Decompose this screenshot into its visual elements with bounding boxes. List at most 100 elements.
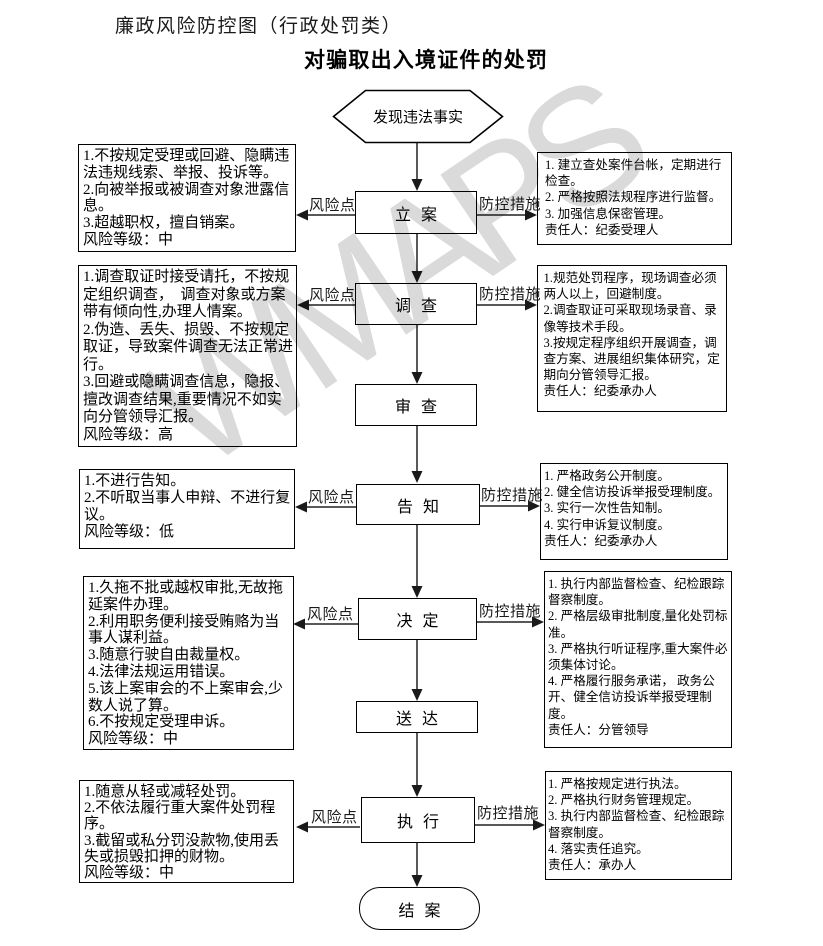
vertical-arrowheads	[411, 179, 423, 887]
step-node-gaozhi: 告知	[356, 484, 480, 525]
control-owner: 责任人：承办人	[548, 858, 637, 873]
arrow-step5-to-risk4-head	[293, 618, 305, 630]
risk-item: 2.伪造、丢失、损毁、不按规定取证，导致案件调查无法正常进行。	[83, 321, 294, 373]
arrow-step3-to-step4-head	[411, 471, 423, 483]
control-item: 1. 建立查处案件台帐，定期进行检查。	[545, 158, 722, 189]
control-measure-label-4: 防控措施	[479, 604, 542, 620]
control-owner: 责任人：纪委受理人	[545, 222, 659, 237]
step-node-jueding: 决定	[358, 598, 477, 640]
step-node-label: 执行	[396, 814, 449, 831]
control-owner: 责任人：分管领导	[548, 722, 649, 737]
step-node-label: 决定	[396, 613, 449, 630]
control-owner: 责任人：纪委承办人	[543, 384, 657, 399]
step-node-label: 告知	[396, 498, 449, 516]
step-node-shencha: 审查	[355, 384, 477, 426]
control-owner: 责任人：纪委承办人	[544, 533, 658, 548]
control-item: 3.按规定程序组织开展调查，调查方案、进展组织集体研究，定期向分管领导汇报。	[543, 335, 720, 383]
control-box-5: 1. 严格按规定进行执法。 2. 严格执行财务管理规定。3. 执行内部监督检查、纪…	[545, 771, 732, 880]
arrow-step2-to-ctrl2-head	[525, 299, 537, 311]
risk-item: 3.回避或隐瞒调查信息，隐报、擅改调查结果,重要情况不如实向分管领导汇报。	[83, 374, 290, 425]
risk-point-label-2: 风险点	[309, 288, 356, 304]
arrow-step7-to-risk5-head	[296, 821, 308, 833]
step-node-zhixing: 执行	[361, 797, 475, 843]
control-measure-label-3: 防控措施	[481, 488, 544, 504]
control-item: 1.规范处罚程序，现场调查必须两人以上，回避制度。	[543, 271, 717, 302]
control-item: 2. 严格按照法规程序进行监督。	[545, 190, 722, 205]
risk-item: 2.不依法履行重大案件处罚程序。	[84, 800, 276, 833]
risk-box-3: 1.不进行告知。2.不听取当事人申辩、不进行复议。风险等级：低	[79, 469, 295, 549]
start-node-label: 发现违法事实	[372, 110, 463, 126]
control-item: 3. 加强信息保密管理。	[545, 206, 671, 221]
control-box-3: 1. 严格政务公开制度。 2. 健全信访投诉举报受理制度。3. 实行一次性告知制。…	[540, 463, 728, 560]
arrow-step7-to-ctrl5-head	[533, 819, 545, 831]
arrow-start-to-step1-head	[411, 179, 423, 191]
risk-item: 1.不按规定受理或回避、隐瞒违法违规线索、举报、投诉等。	[83, 148, 290, 181]
arrow-step4-to-risk3-head	[295, 501, 307, 513]
control-item: 1. 执行内部监督检查、纪检跟踪督察制度。	[548, 577, 725, 608]
step-node-lian: 立案	[355, 191, 477, 234]
page-header: 廉政风险防控图（行政处罚类）	[115, 16, 403, 37]
risk-item: 1.调查取证时接受请托，不按规定组织调查， 调查对象或方案带有倾向性,办理人情案…	[83, 269, 290, 320]
risk-item: 3.截留或私分罚没款物,使用丢失或损毁扣押的财物。	[84, 832, 280, 865]
arrow-step1-to-ctrl1-head	[525, 209, 537, 221]
arrow-step1-to-step2-head	[411, 271, 423, 283]
risk-item: 3.随意行驶自由裁量权。	[88, 647, 250, 664]
risk-item: 1.久拖不批或越权审批,无故拖延案件办理。	[88, 580, 284, 613]
control-item: 3. 严格执行听证程序,重大案件必须集体讨论。	[548, 641, 728, 673]
hexagon-shape	[332, 89, 504, 144]
horizontal-arrowheads	[293, 209, 545, 833]
step-node-diaocha: 调查	[355, 283, 477, 325]
step-node-label: 送达	[395, 711, 448, 728]
step-node-label: 调查	[394, 298, 447, 315]
arrow-step6-to-step7-head	[411, 785, 423, 797]
control-item: 2. 健全信访投诉举报受理制度。	[544, 485, 721, 500]
control-item: 1. 严格政务公开制度。	[544, 469, 670, 483]
control-measure-label-2: 防控措施	[479, 287, 542, 303]
risk-box-4: 1.久拖不批或越权审批,无故拖延案件办理。2.利用职务便利接受贿赂为当事人谋利益…	[83, 576, 294, 750]
page-title: 对骗取出入境证件的处罚	[304, 48, 549, 72]
risk-level: 风险等级：低	[84, 524, 175, 540]
control-measure-label-5: 防控措施	[477, 806, 540, 822]
arrow-step4-to-ctrl3-head	[528, 500, 540, 512]
risk-item: 6.不按规定受理申诉。	[88, 714, 235, 731]
control-item: 4. 落实责任追究。	[548, 841, 649, 856]
horizontal-connectors	[304, 214, 534, 828]
risk-item: 4.法律法规运用错误。	[88, 663, 235, 680]
control-item: 2.调查取证可采取现场录音、录像等技术手段。	[543, 303, 717, 334]
step-node-label: 立案	[394, 206, 447, 224]
step-node-songda: 送达	[356, 701, 478, 733]
risk-point-label-1: 风险点	[309, 198, 356, 214]
step-node-label: 审查	[394, 399, 447, 416]
control-box-2: 1.规范处罚程序，现场调查必须两人以上，回避制度。2.调查取证可采取现场录音、录…	[537, 265, 727, 412]
risk-point-label-3: 风险点	[308, 490, 355, 506]
control-item: 3. 实行一次性告知制。	[544, 501, 670, 516]
control-item: 4. 实行申诉复议制度。	[544, 517, 670, 532]
risk-level: 风险等级：中	[83, 231, 174, 248]
control-item: 4. 严格履行服务承诺， 政务公开、健全信访投诉举报受理制度。	[548, 674, 715, 721]
risk-box-5: 1.随意从轻或减轻处罚。2.不依法履行重大案件处罚程序。3.截留或私分罚没款物,…	[79, 780, 294, 883]
risk-item: 1.随意从轻或减轻处罚。	[84, 784, 246, 800]
risk-box-1: 1.不按规定受理或回避、隐瞒违法违规线索、举报、投诉等。2.向被举报或被调查对象…	[78, 144, 296, 252]
risk-point-label-5: 风险点	[311, 810, 358, 826]
arrow-step2-to-step3-head	[411, 372, 423, 384]
risk-item: 2.向被举报或被调查对象泄露信息。	[83, 181, 290, 215]
risk-level: 风险等级：高	[83, 426, 174, 443]
control-item: 3. 执行内部监督检查、纪检跟踪督察制度。	[548, 809, 725, 840]
start-node: 发现违法事实	[332, 89, 504, 144]
control-item: 1. 严格按规定进行执法。	[548, 777, 687, 791]
control-item: 2. 严格层级审批制度,量化处罚标准。	[548, 609, 728, 640]
risk-point-label-4: 风险点	[307, 607, 354, 623]
risk-level: 风险等级：中	[84, 865, 175, 882]
risk-item: 2.不听取当事人申辩、不进行复议。	[84, 490, 291, 523]
control-measure-label-1: 防控措施	[479, 197, 542, 213]
arrow-step2-to-risk2-head	[297, 299, 309, 311]
end-node: 结案	[359, 887, 480, 930]
risk-item: 2.利用职务便利接受贿赂为当事人谋利益。	[88, 613, 280, 647]
risk-item: 1.不进行告知。	[84, 473, 186, 489]
control-box-1: 1. 建立查处案件台帐，定期进行检查。2. 严格按照法规程序进行监督。3. 加强…	[537, 152, 732, 245]
arrow-step5-to-step6-head	[411, 689, 423, 701]
control-item: 2. 严格执行财务管理规定。	[548, 793, 700, 808]
risk-level: 风险等级：中	[88, 731, 179, 748]
arrow-step4-to-step5-head	[411, 586, 423, 598]
